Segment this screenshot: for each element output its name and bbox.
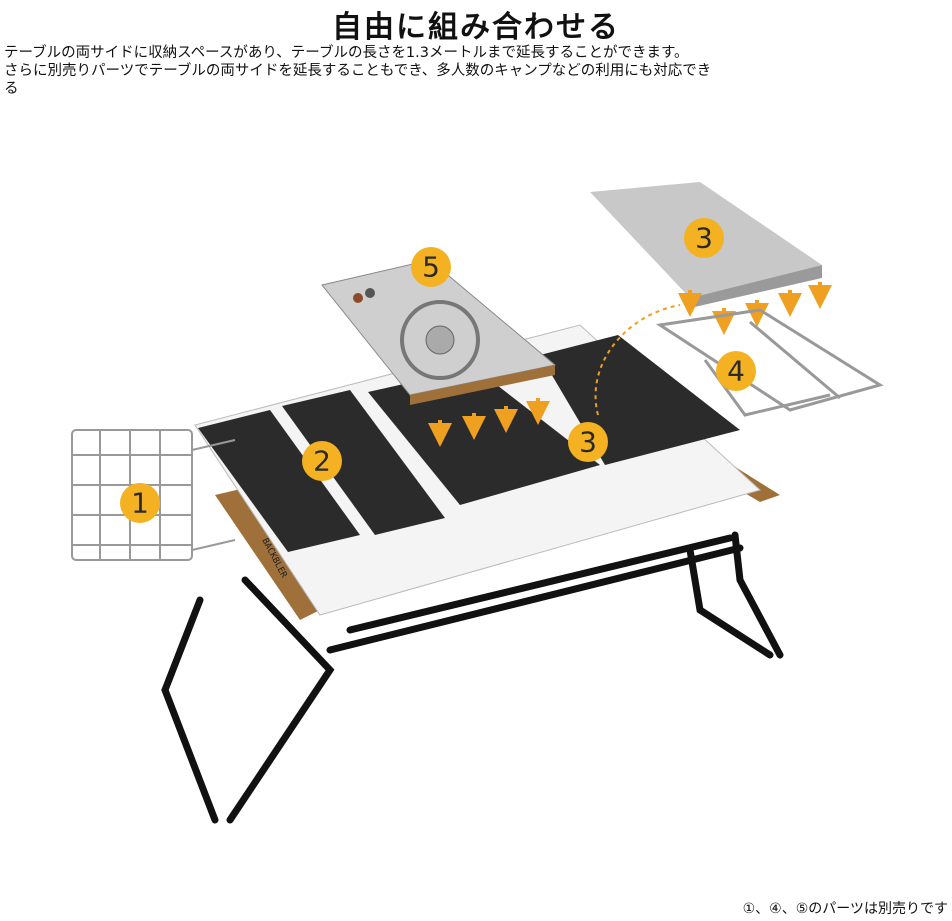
- svg-text:2: 2: [313, 445, 331, 478]
- badge-2: 2: [302, 441, 342, 481]
- description-line: テーブルの両サイドに収納スペースがあり、テーブルの長さを1.3メートルまで延長す…: [4, 45, 689, 61]
- badge-1: 1: [120, 483, 160, 523]
- table-illustration: BACKBLER: [71, 182, 884, 824]
- svg-text:1: 1: [131, 487, 149, 520]
- svg-text:4: 4: [727, 355, 745, 388]
- svg-text:3: 3: [579, 426, 597, 459]
- badge-4: 4: [716, 351, 756, 391]
- badge-3-panel: 3: [568, 422, 608, 462]
- description-line: さらに別売りパーツでテーブルの両サイドを延長することもでき、多人数のキャンプなど…: [4, 63, 712, 79]
- description: テーブルの両サイドに収納スペースがあり、テーブルの長さを1.3メートルまで延長す…: [4, 44, 934, 98]
- panel-2: [198, 390, 445, 552]
- stove-unit: [321, 259, 557, 405]
- arrows-down: [428, 398, 550, 447]
- badge-3-plate: 3: [684, 218, 724, 258]
- description-line: る: [4, 81, 19, 97]
- page-title: 自由に組み合わせる: [332, 10, 620, 45]
- badge-5: 5: [411, 247, 451, 287]
- footnote: ①、④、⑤のパーツは別売りです: [742, 901, 948, 917]
- dotted-arrow: [594, 304, 681, 416]
- svg-text:5: 5: [422, 251, 440, 284]
- table-frame: [161, 531, 784, 824]
- svg-text:3: 3: [695, 222, 713, 255]
